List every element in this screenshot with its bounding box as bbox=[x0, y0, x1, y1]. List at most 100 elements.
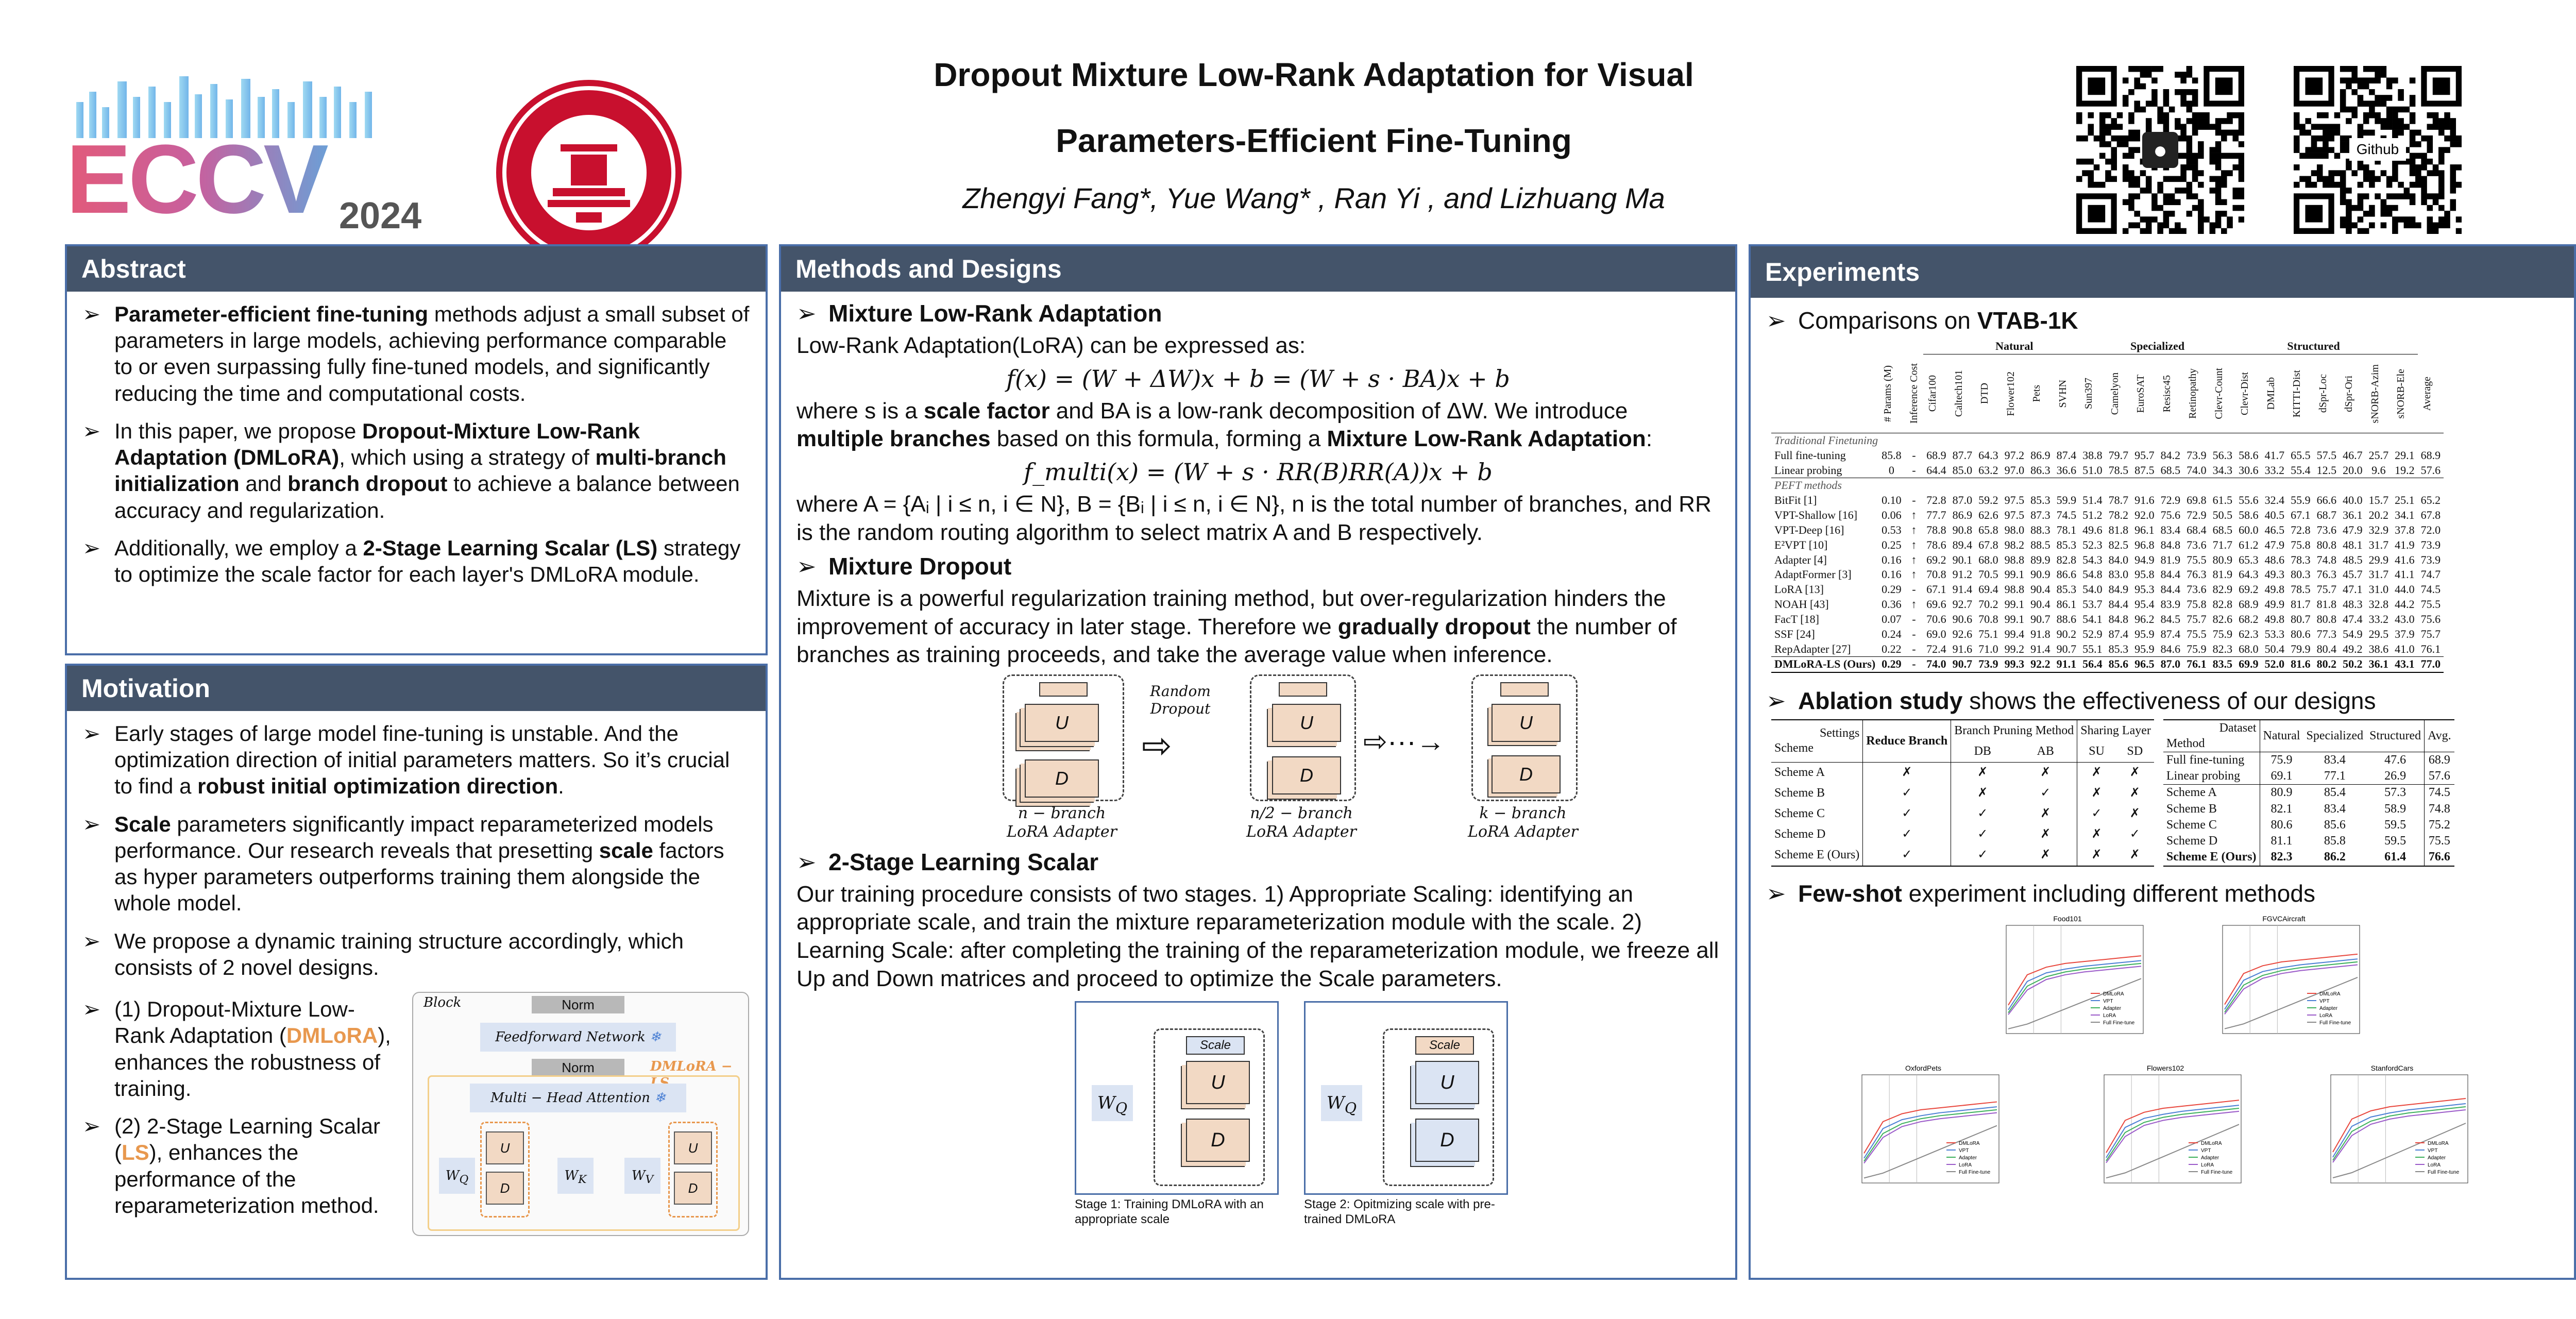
stage1-adapter: Scale U D bbox=[1154, 1028, 1265, 1187]
n-branch-adapter: U D bbox=[1003, 674, 1124, 801]
abstract-point-1: Parameter-efficient fine-tuning methods … bbox=[82, 301, 750, 407]
eccv-year: 2024 bbox=[339, 195, 422, 236]
series-line bbox=[2008, 966, 2142, 1015]
series-line bbox=[2008, 962, 2142, 1013]
qr-code-icon bbox=[2294, 66, 2462, 234]
vtab-col-header: KITTI-Dist bbox=[2291, 369, 2303, 418]
norm-box-mid: Norm bbox=[532, 1059, 624, 1077]
norm-box-top: Norm bbox=[532, 996, 624, 1014]
legend-label: Adapter bbox=[2428, 1155, 2446, 1161]
snowflake-icon: ❄ bbox=[654, 1090, 666, 1106]
stage1-caption: Stage 1: Training DMLoRA with an appropr… bbox=[1075, 1197, 1264, 1227]
motivation-point-1: Early stages of large model fine-tuning … bbox=[82, 720, 750, 800]
eccv-logo: ECCV 2024 bbox=[66, 66, 437, 236]
series-line bbox=[2106, 1110, 2240, 1163]
series-line bbox=[2332, 1103, 2466, 1158]
legend-label: LoRA bbox=[1959, 1162, 1972, 1168]
qr-code-github: Github bbox=[2294, 66, 2462, 234]
vtab-col-header: Caltech101 bbox=[1953, 370, 1964, 417]
ablation1-subheader: SD bbox=[2127, 744, 2143, 758]
block-label: Block bbox=[423, 995, 462, 1011]
vtab-col-header: DMLab bbox=[2265, 377, 2277, 410]
stage2-wq: WQ bbox=[1321, 1085, 1362, 1122]
legend-label: VPT bbox=[2428, 1148, 2437, 1154]
vtab-section-peft: PEFT methods bbox=[1774, 479, 1842, 492]
chart-frame bbox=[2222, 925, 2360, 1034]
legend-label: LoRA bbox=[2201, 1162, 2214, 1168]
mha-box: Multi − Head Attention ❄ bbox=[470, 1084, 686, 1113]
s1-title: Mixture Low-Rank Adaptation bbox=[796, 299, 1720, 328]
vtab-col-header: Resisc45 bbox=[2161, 375, 2173, 413]
fewshot-subtitle: Few-shot experiment including different … bbox=[1766, 879, 2558, 908]
dotted-arrow-icon: ⇨···→ bbox=[1363, 724, 1445, 757]
university-seal bbox=[494, 77, 684, 268]
legend-label: Full Fine-tune bbox=[2103, 1020, 2135, 1026]
vtab-col-header: Inference Cost bbox=[1908, 363, 1920, 424]
vtab-col-header: Pets bbox=[2031, 385, 2043, 402]
legend-label: LoRA bbox=[2103, 1013, 2116, 1019]
chart-title: Flowers102 bbox=[2147, 1064, 2184, 1072]
chart-background bbox=[1843, 1061, 2003, 1195]
abstract-point-2: In this paper, we propose Dropout-Mixtur… bbox=[82, 418, 750, 523]
legend-label: DMLoRA bbox=[2319, 991, 2341, 997]
legend-label: DMLoRA bbox=[2201, 1141, 2222, 1146]
chart-title: StanfordCars bbox=[2371, 1064, 2413, 1072]
vtab-col-header: dSpr-Loc bbox=[2317, 374, 2329, 413]
lora-equation: f(x) = (W + ΔW)x + b = (W + s · BA)x + b bbox=[1006, 364, 1510, 393]
table-row: Scheme D✓✓✗✗✓ bbox=[1771, 824, 2154, 845]
ablation-subtitle: Ablation study shows the effectiveness o… bbox=[1766, 686, 2558, 715]
series-line bbox=[2106, 1107, 2240, 1161]
series-line bbox=[2224, 961, 2358, 1013]
table-row: Scheme A✗✗✗✗✗ bbox=[1771, 762, 2154, 783]
half-branch-adapter: U D bbox=[1250, 674, 1356, 801]
chart-background bbox=[2312, 1061, 2472, 1195]
stage1-box: WQ Scale U D bbox=[1075, 1001, 1279, 1195]
vtab-col-header: Flower102 bbox=[2005, 371, 2016, 416]
series-line bbox=[2106, 1100, 2240, 1153]
legend-label: Adapter bbox=[1959, 1155, 1977, 1161]
experiments-heading: Experiments bbox=[1751, 246, 2574, 298]
legend-label: DMLoRA bbox=[1959, 1141, 1980, 1146]
vtab-section-traditional: Traditional Finetuning bbox=[1774, 433, 1878, 447]
methods-panel: Methods and Designs Mixture Low-Rank Ada… bbox=[779, 244, 1737, 1280]
series-line bbox=[2332, 1106, 2466, 1161]
legend-label: VPT bbox=[2103, 999, 2113, 1004]
legend-label: Adapter bbox=[2103, 1006, 2122, 1011]
stage2-box: WQ Scale U D bbox=[1304, 1001, 1508, 1195]
legend-label: Adapter bbox=[2319, 1006, 2338, 1011]
vtab-col-header: EuroSAT bbox=[2135, 374, 2147, 413]
wv-box: WV bbox=[624, 1158, 660, 1194]
s1-description: where s is a scale factor and BA is a lo… bbox=[796, 398, 1653, 452]
vtab-col-header: Cifar100 bbox=[1927, 375, 1939, 412]
series-line bbox=[2008, 955, 2142, 1006]
ablation1-header: Sharing Layer bbox=[2080, 723, 2151, 737]
vtab-col-header: Average bbox=[2421, 376, 2433, 411]
ablation1-subheader: SU bbox=[2089, 744, 2105, 758]
lora-branch-q: U D bbox=[480, 1122, 530, 1218]
legend-label: DMLoRA bbox=[2103, 991, 2124, 997]
qr-code-wechat: ● bbox=[2076, 66, 2245, 234]
lora-branch-v: U D bbox=[668, 1122, 718, 1218]
k-branch-adapter: U D bbox=[1471, 674, 1578, 801]
s3-title: 2-Stage Learning Scalar bbox=[796, 848, 1720, 876]
